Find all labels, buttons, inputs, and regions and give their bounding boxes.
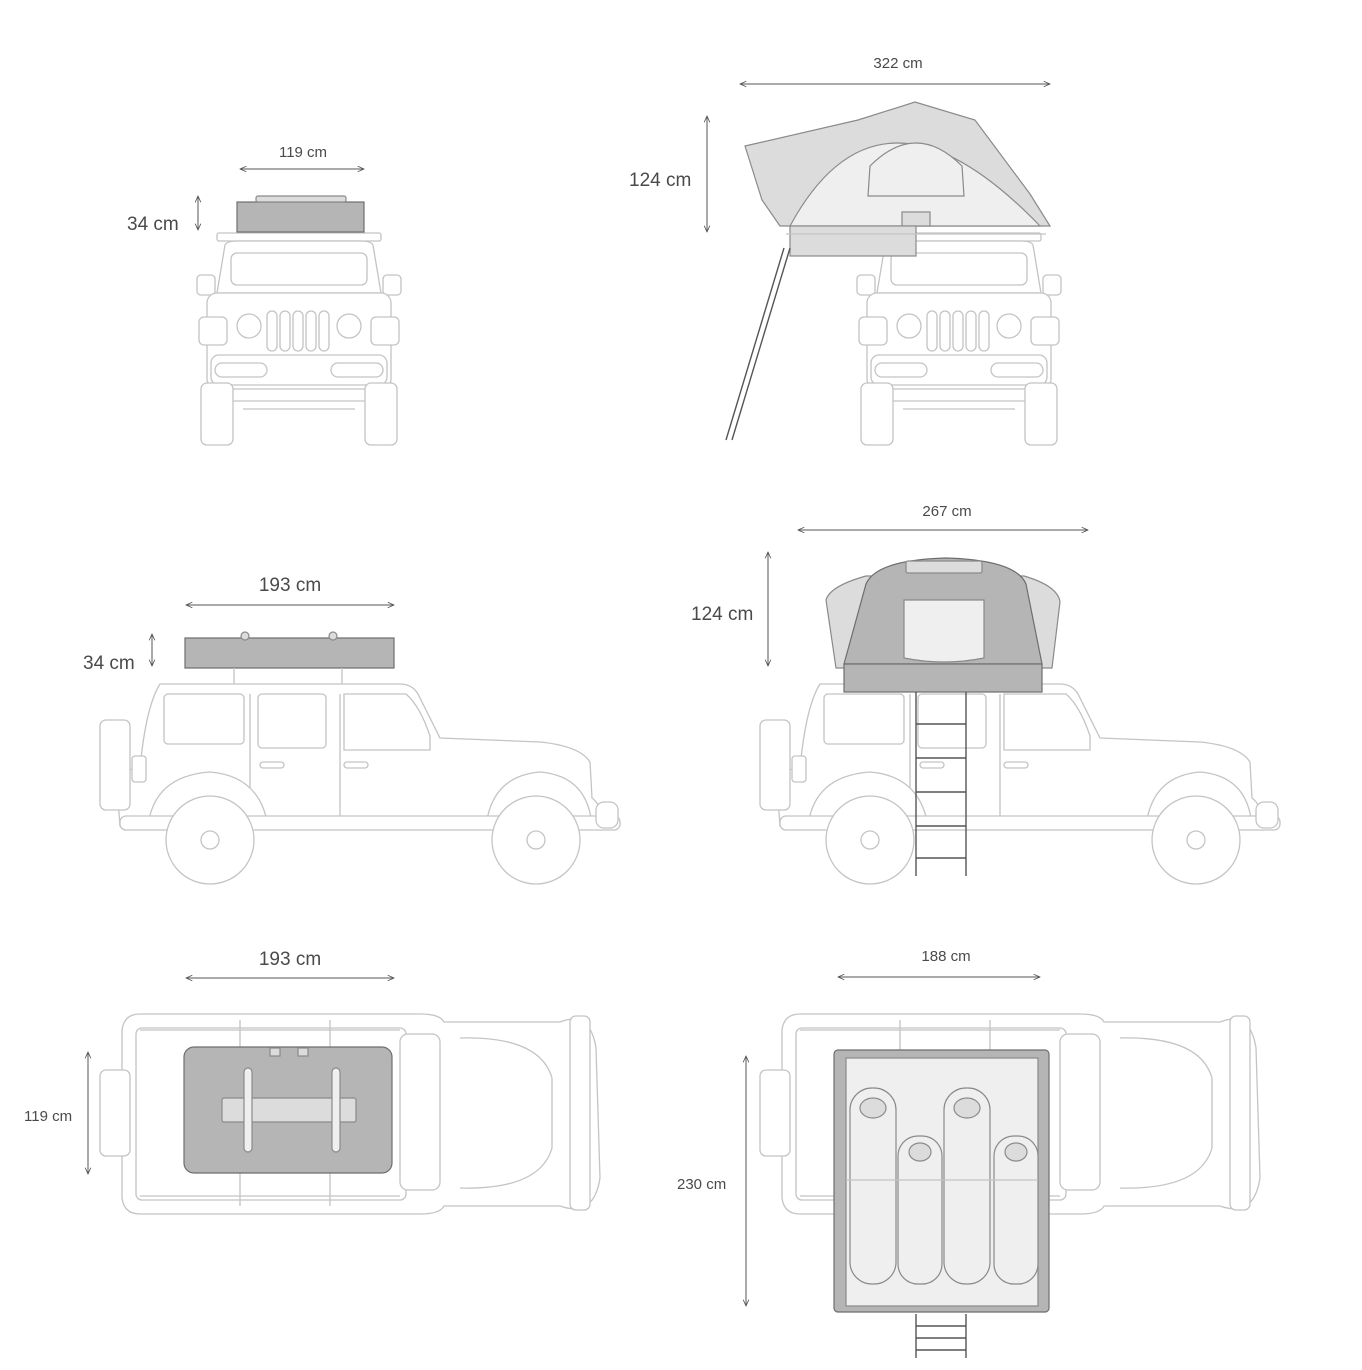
side-closed-view bbox=[99, 605, 621, 885]
side-open-length-label: 267 cm bbox=[922, 503, 972, 520]
front-open-height-label: 124 cm bbox=[629, 170, 692, 191]
side-open-view bbox=[759, 530, 1281, 885]
side-closed-height-label: 34 cm bbox=[83, 653, 135, 674]
top-open-view bbox=[746, 977, 1261, 1358]
front-closed-height-label: 34 cm bbox=[127, 214, 179, 235]
top-closed-length-label: 193 cm bbox=[258, 949, 322, 970]
sleeping-bags bbox=[849, 1087, 1039, 1285]
closed-tent-shell bbox=[236, 201, 365, 233]
side-open-height-label: 124 cm bbox=[691, 604, 754, 625]
ladder bbox=[731, 247, 791, 441]
top-closed-width-label: 119 cm bbox=[24, 1108, 73, 1125]
side-closed-length-label: 193 cm bbox=[258, 575, 322, 596]
top-open-length-label: 230 cm bbox=[677, 1176, 727, 1193]
closed-tent-side bbox=[184, 637, 395, 669]
top-closed-view bbox=[88, 978, 601, 1215]
front-closed-width-label: 119 cm bbox=[278, 144, 328, 161]
ladder-side bbox=[915, 692, 967, 876]
top-open-width-label: 188 cm bbox=[921, 948, 971, 965]
front-open-width-label: 322 cm bbox=[873, 55, 923, 72]
ladder-top bbox=[915, 1314, 967, 1358]
front-open-view bbox=[707, 84, 1062, 446]
front-closed-view bbox=[197, 169, 402, 446]
